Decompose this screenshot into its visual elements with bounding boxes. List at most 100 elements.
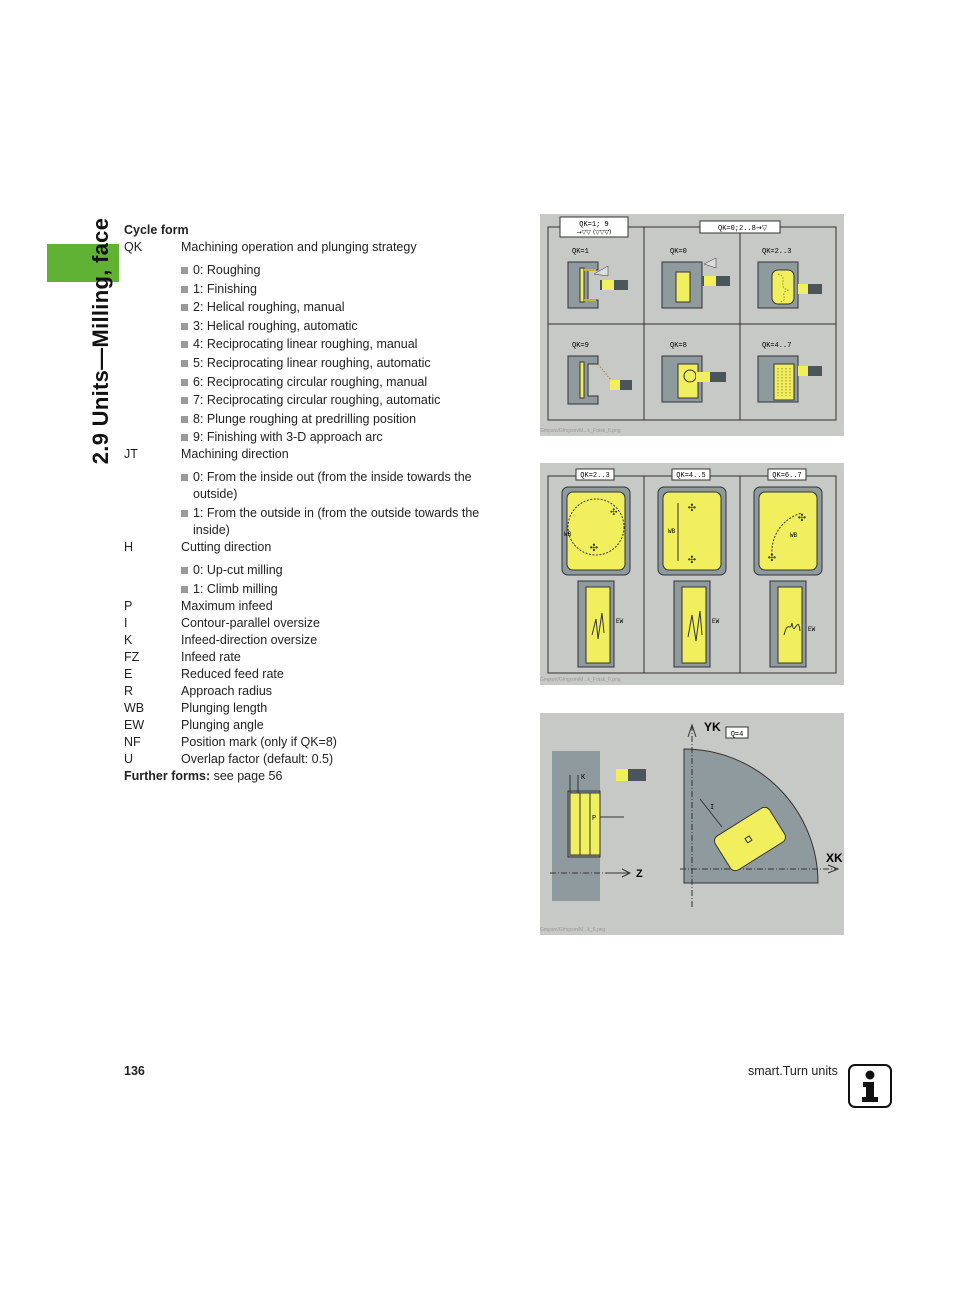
param-row: R Approach radius: [124, 683, 504, 700]
param-key: I: [124, 615, 128, 630]
list-item: 1: Climb milling: [181, 581, 504, 598]
svg-text:✣: ✣: [798, 513, 806, 524]
param-desc: Plunging angle: [181, 717, 264, 732]
list-item: 1: From the outside in (from the outside…: [181, 505, 504, 539]
param-desc: Infeed-direction oversize: [181, 632, 318, 647]
fig3-i: I: [710, 804, 714, 812]
fig1-cell-label: QK=8: [670, 342, 687, 350]
param-key: K: [124, 632, 133, 647]
param-row: QK Machining operation and plunging stra…: [124, 239, 504, 256]
param-desc: Machining direction: [181, 447, 289, 462]
list-item: 0: Up-cut milling: [181, 562, 504, 579]
param-key: JT: [124, 447, 138, 462]
fig3-p: P: [592, 815, 596, 823]
parameter-list: Cycle form QK Machining operation and pl…: [124, 222, 504, 785]
svg-text:✣: ✣: [688, 503, 696, 514]
list-item: 9: Finishing with 3-D approach arc: [181, 429, 504, 446]
svg-text:✣: ✣: [688, 555, 696, 566]
qk-options: 0: Roughing 1: Finishing 2: Helical roug…: [181, 262, 504, 446]
param-desc: Overlap factor (default: 0.5): [181, 751, 334, 766]
param-key: FZ: [124, 649, 140, 664]
param-row: I Contour-parallel oversize: [124, 615, 504, 632]
param-desc: Plunging length: [181, 700, 268, 715]
param-row: H Cutting direction: [124, 539, 504, 556]
param-row: EW Plunging angle: [124, 717, 504, 734]
h-options: 0: Up-cut milling 1: Climb milling: [181, 562, 504, 598]
list-item: 0: From the inside out (from the inside …: [181, 469, 504, 503]
fig2-ew: EW: [712, 618, 720, 625]
fig3-xk: XK: [826, 851, 843, 865]
param-row: JT Machining direction: [124, 446, 504, 463]
chapter-title: 2.9 Units—Milling, face: [88, 217, 113, 465]
fig1-cell-label: QK=4..7: [762, 342, 791, 350]
page-number: 136: [124, 1064, 145, 1078]
param-desc: Infeed rate: [181, 649, 241, 664]
param-key: EW: [124, 717, 145, 732]
list-item: 7: Reciprocating circular roughing, auto…: [181, 392, 504, 409]
fig2-label: QK=4..5: [676, 472, 705, 480]
fig2-label: QK=6..7: [772, 472, 801, 480]
chapter-tab: [47, 244, 119, 282]
param-row: WB Plunging length: [124, 700, 504, 717]
fig1-cell-label: QK=0: [670, 248, 687, 256]
param-desc: Reduced feed rate: [181, 666, 284, 681]
param-key: NF: [124, 734, 141, 749]
fig3-q: Q=4: [731, 731, 744, 739]
fig2-ew: EW: [616, 618, 624, 625]
fig2-label: QK=2..3: [580, 472, 609, 480]
info-icon: [848, 1064, 892, 1108]
param-key: R: [124, 683, 134, 698]
param-desc: Contour-parallel oversize: [181, 615, 320, 630]
param-key: H: [124, 539, 134, 554]
param-row: FZ Infeed rate: [124, 649, 504, 666]
further-link[interactable]: see page 56: [210, 768, 283, 783]
jt-options: 0: From the inside out (from the inside …: [181, 469, 504, 539]
fig3-z: Z: [636, 868, 643, 880]
param-desc: Approach radius: [181, 683, 273, 698]
figure-face-milling-coordinates: Z K P YK Q=4 XK I Gmpsm/Gfmpsm/M...k_6.p…: [540, 713, 844, 935]
svg-text:✣: ✣: [610, 508, 618, 518]
fig1-cell-label: QK=2..3: [762, 248, 791, 256]
param-desc: Maximum infeed: [181, 598, 273, 613]
param-row: K Infeed-direction oversize: [124, 632, 504, 649]
param-key: QK: [124, 240, 143, 254]
fig2-wb: WB: [790, 532, 798, 539]
fig1-cell-label: QK=1: [572, 248, 589, 256]
fig1-header-right: QK=0;2..8: [718, 225, 756, 233]
fig1-header-left: QK=1; 9: [579, 221, 608, 229]
list-item: 6: Reciprocating circular roughing, manu…: [181, 374, 504, 391]
svg-text:✣: ✣: [768, 553, 776, 564]
list-item: 4: Reciprocating linear roughing, manual: [181, 336, 504, 353]
svg-text:→▽: →▽: [756, 224, 768, 232]
param-key: E: [124, 666, 133, 681]
fig3-caption: Gmpsm/Gfmpsm/M...k_6.png: [540, 927, 606, 933]
list-item: 5: Reciprocating linear roughing, automa…: [181, 355, 504, 372]
fig3-yk: YK: [704, 720, 721, 734]
list-item: 8: Plunge roughing at predrilling positi…: [181, 411, 504, 428]
param-row: P Maximum infeed: [124, 598, 504, 615]
fig3-k: K: [581, 774, 586, 782]
list-item: 3: Helical roughing, automatic: [181, 318, 504, 335]
svg-text:→▽▽ (▽▽▽): →▽▽ (▽▽▽): [577, 229, 612, 236]
param-key: WB: [124, 700, 145, 715]
svg-text:✣: ✣: [590, 543, 598, 554]
list-item: 1: Finishing: [181, 281, 504, 298]
param-key: U: [124, 751, 134, 766]
fig2-wb: WB: [668, 528, 676, 535]
list-item: 0: Roughing: [181, 262, 504, 279]
further-forms: Further forms: see page 56: [124, 768, 504, 785]
fig2-ew: EW: [808, 626, 816, 633]
param-key: P: [124, 598, 133, 613]
param-desc: Machining operation and plunging strateg…: [181, 240, 417, 254]
fig1-cell-label: QK=9: [572, 342, 589, 350]
list-item: 2: Helical roughing, manual: [181, 299, 504, 316]
param-row: E Reduced feed rate: [124, 666, 504, 683]
param-row: U Overlap factor (default: 0.5): [124, 751, 504, 768]
figure-plunging-strategies: QK=2..3 QK=4..5 QK=6..7 WB ✣ ✣ WB ✣ ✣ WB…: [540, 463, 844, 685]
running-title: smart.Turn units: [748, 1064, 838, 1078]
param-desc: Position mark (only if QK=8): [181, 734, 337, 749]
param-desc: Cutting direction: [181, 539, 272, 554]
cycle-form-heading: Cycle form: [124, 223, 189, 237]
param-row: NF Position mark (only if QK=8): [124, 734, 504, 751]
fig2-wb: WB: [564, 531, 572, 538]
